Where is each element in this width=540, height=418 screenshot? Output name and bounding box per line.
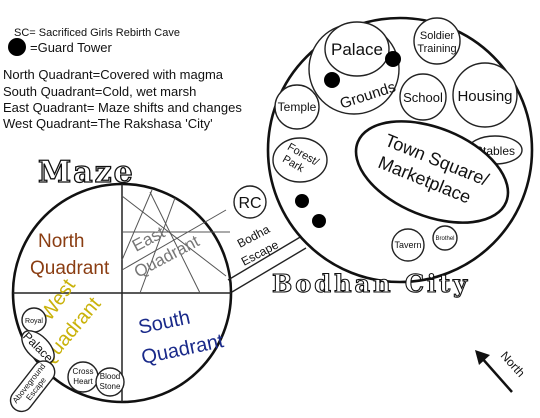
temple-node bbox=[274, 84, 320, 130]
compass: North bbox=[475, 349, 528, 393]
tavern-node bbox=[391, 228, 425, 262]
escape-path-bottom bbox=[231, 247, 307, 293]
guard-tower-legend-icon bbox=[8, 38, 26, 56]
palace-maze-node bbox=[21, 330, 55, 364]
legend: SC= Sacrificed Girls Rebirth Cave =Guard… bbox=[3, 27, 242, 131]
city-title: Bodhan City bbox=[272, 269, 470, 298]
legend-south: South Quadrant=Cold, wet marsh bbox=[3, 84, 196, 99]
escape-path-top bbox=[227, 235, 303, 281]
brothel-node bbox=[432, 225, 458, 251]
housing-node bbox=[452, 62, 518, 128]
legend-east: East Quadrant= Maze shifts and changes bbox=[3, 100, 242, 115]
maze-map: North Quadrant East Quadrant West Quadra… bbox=[9, 182, 233, 413]
soldier-training-label-2: Training bbox=[417, 43, 456, 55]
blood-stone-node bbox=[95, 367, 125, 397]
rc-label: RC bbox=[238, 195, 261, 212]
forest-park-node bbox=[272, 137, 328, 183]
palace-label: Palace bbox=[331, 40, 383, 59]
compass-line bbox=[480, 356, 513, 393]
guard-tower-icon bbox=[295, 194, 309, 208]
aboveground-escape: Aboveground Escape bbox=[9, 360, 56, 413]
palace-node bbox=[324, 21, 390, 77]
cross-heart-label-2: Heart bbox=[73, 377, 93, 386]
soldier-training-label-1: Soldier bbox=[420, 30, 455, 42]
maze-title: Maze bbox=[38, 155, 135, 190]
legend-west: West Quadrant=The Rakshasa 'City' bbox=[3, 116, 213, 131]
legend-guard-tower: =Guard Tower bbox=[30, 40, 112, 55]
tavern-label: Tavern bbox=[394, 240, 421, 250]
compass-label: North bbox=[498, 349, 528, 380]
legend-sc-note: SC= Sacrificed Girls Rebirth Cave bbox=[14, 27, 180, 39]
brothel-label: Brothel bbox=[435, 236, 454, 242]
guard-tower-icon bbox=[324, 72, 340, 88]
school-node bbox=[399, 73, 447, 121]
royal-label: Royal bbox=[25, 318, 43, 325]
guard-tower-icon bbox=[312, 214, 326, 228]
temple-label: Temple bbox=[278, 100, 317, 114]
bodhan-city-map: Palace Grounds Soldier Training School H… bbox=[266, 16, 534, 284]
north-quadrant-label-2: Quadrant bbox=[30, 258, 110, 279]
east-shifting-lines bbox=[121, 189, 230, 294]
cross-heart-label-1: Cross bbox=[73, 367, 94, 376]
blood-stone-label-2: Stone bbox=[100, 382, 121, 391]
north-arrow-icon bbox=[475, 350, 490, 365]
guard-tower-icon bbox=[385, 51, 401, 67]
rc-node bbox=[233, 185, 267, 219]
north-quadrant-label-1: North bbox=[38, 231, 84, 252]
aboveground-escape-node bbox=[9, 360, 56, 413]
housing-label: Housing bbox=[457, 88, 512, 105]
town-square-node bbox=[354, 120, 510, 224]
blood-stone-label-1: Blood bbox=[100, 372, 120, 381]
soldier-training-node bbox=[413, 17, 461, 65]
school-label: School bbox=[403, 90, 443, 105]
legend-north: North Quadrant=Covered with magma bbox=[3, 67, 224, 82]
